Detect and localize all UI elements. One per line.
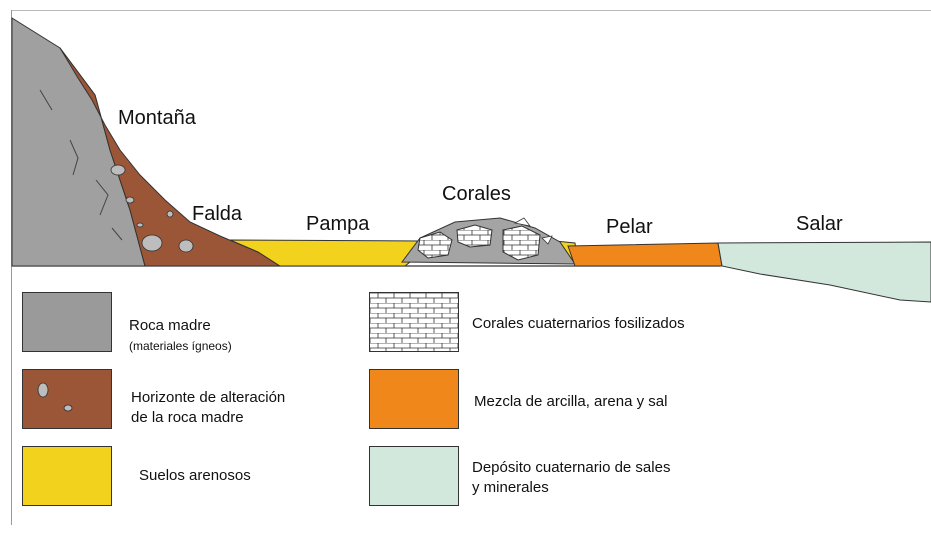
legend-horizonte-line1: Horizonte de alteración <box>131 389 286 406</box>
clast <box>125 196 135 204</box>
label-corales: Corales <box>442 183 511 205</box>
horizonte-alteracion-slope <box>59 47 282 267</box>
legend-suelos: Suelos arenosos <box>139 467 251 484</box>
deposito-salar <box>717 241 931 303</box>
legend-swatch-deposito <box>369 446 459 506</box>
label-montana: Montaña <box>118 107 196 129</box>
clast <box>166 210 174 218</box>
label-pelar: Pelar <box>606 216 653 238</box>
clast <box>178 239 194 253</box>
legend-swatch-horizonte <box>22 369 112 429</box>
label-pampa: Pampa <box>306 213 370 235</box>
label-falda: Falda <box>192 203 243 225</box>
legend-mezcla: Mezcla de arcilla, arena y sal <box>474 393 668 410</box>
figure-left-border <box>11 10 12 525</box>
legend-deposito-line1: Depósito cuaternario de sales <box>472 459 671 476</box>
legend-brick-pattern <box>370 293 458 351</box>
legend-swatch-roca-madre <box>22 292 112 352</box>
legend-deposito-line2: y minerales <box>472 479 549 496</box>
legend-swatch-suelos <box>22 446 112 506</box>
figure-top-border <box>11 10 931 11</box>
legend-roca-madre-note: (materiales ígneos) <box>129 339 232 353</box>
clast <box>136 222 144 228</box>
coral-block <box>456 224 493 248</box>
legend-deposito: Depósito cuaternario de sales y minerale… <box>472 458 670 498</box>
label-salar: Salar <box>796 213 843 235</box>
coral-shard <box>541 235 553 245</box>
legend-corales: Corales cuaternarios fosilizados <box>472 315 685 332</box>
legend-roca-madre: Roca madre (materiales ígneos) <box>129 316 232 356</box>
coral-block <box>417 231 453 259</box>
roca-madre-mountain <box>11 17 146 267</box>
clast <box>141 234 163 252</box>
legend-roca-madre-title: Roca madre <box>129 317 211 334</box>
legend-swatch-corales <box>369 292 459 352</box>
mezcla-pelar <box>567 242 723 267</box>
legend-horizonte: Horizonte de alteración de la roca madre <box>131 388 285 428</box>
clast <box>110 164 126 176</box>
coral-block <box>502 225 541 261</box>
legend-horizonte-line2: de la roca madre <box>131 409 244 426</box>
roca-cracks <box>39 89 123 241</box>
legend-swatch-mezcla <box>369 369 459 429</box>
coral-shard <box>513 217 531 227</box>
legend-clasts <box>37 382 73 412</box>
